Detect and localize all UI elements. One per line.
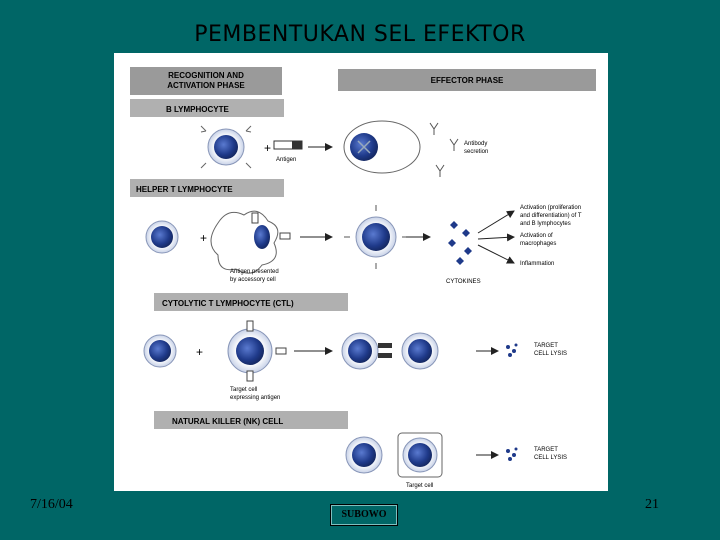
b-cell-naive (201, 126, 251, 168)
antibody-icons (430, 123, 458, 177)
ctl-cell-naive (144, 335, 176, 367)
apc-cell (211, 211, 290, 273)
lysis-nk-2: CELL LYSIS (534, 455, 567, 461)
section-helper-t: HELPER T LYMPHOCYTE (130, 179, 284, 197)
lysis-ctl-1: TARGET (534, 343, 558, 349)
section-th-label: HELPER T LYMPHOCYTE (136, 185, 233, 194)
ctl-target-cell (228, 321, 286, 381)
cytokines-label: CYTOKINES (446, 279, 481, 285)
antigen-shape (274, 141, 302, 149)
antibody-label-2: secretion (464, 149, 488, 155)
antibody-label-1: Antibody (464, 141, 487, 147)
target-cell-label: Target cell (406, 483, 433, 489)
th-cell-activated (344, 205, 408, 269)
act-mac-1: Activation of (520, 233, 553, 239)
lysis-nk-1: TARGET (534, 447, 558, 453)
phase-left-line1: RECOGNITION AND (168, 71, 244, 80)
section-ctl: CYTOLYTIC T LYMPHOCYTE (CTL) (154, 293, 348, 311)
phase-header-right: EFFECTOR PHASE (338, 69, 596, 91)
inflammation-label: Inflammation (520, 261, 554, 267)
lysis-fragments-nk (506, 448, 518, 462)
page-number: 21 (645, 497, 659, 513)
phase-left-line2: ACTIVATION PHASE (167, 81, 245, 90)
phase-header-left: RECOGNITION AND ACTIVATION PHASE (130, 67, 282, 95)
section-b-label: B LYMPHOCYTE (166, 105, 229, 114)
nk-killing (346, 433, 442, 477)
section-b-lymphocyte: B LYMPHOCYTE (130, 99, 284, 117)
apc-label-1: Antigen presented (230, 269, 279, 275)
plus-sign-b: + (264, 141, 271, 155)
lysis-ctl-2: CELL LYSIS (534, 351, 567, 357)
th-cell-naive (146, 221, 178, 253)
act-mac-2: macrophages (520, 241, 556, 247)
phase-right-label: EFFECTOR PHASE (431, 76, 504, 85)
lysis-fragments-ctl (506, 344, 518, 358)
target-express-1: Target cell (230, 387, 257, 393)
slide-date: 7/16/04 (30, 497, 73, 513)
immune-effector-diagram: RECOGNITION AND ACTIVATION PHASE EFFECTO… (114, 53, 608, 491)
section-ctl-label: CYTOLYTIC T LYMPHOCYTE (CTL) (162, 299, 294, 308)
apc-label-2: by accessory cell (230, 277, 276, 283)
slide-title: PEMBENTUKAN SEL EFEKTOR (0, 22, 720, 47)
plus-sign-th: + (200, 231, 207, 245)
plasma-cell (344, 121, 420, 173)
target-express-2: expressing antigen (230, 395, 280, 401)
act-tb-2: and differentiation) of T (520, 213, 582, 219)
act-tb-3: and B lymphocytes (520, 221, 571, 227)
section-nk: NATURAL KILLER (NK) CELL (154, 411, 348, 429)
cytokine-dots (448, 221, 472, 265)
antigen-label: Antigen (276, 157, 296, 163)
author-button[interactable]: SUBOWO (330, 504, 398, 526)
plus-sign-ctl: + (196, 345, 203, 359)
ctl-killing (342, 333, 438, 369)
section-nk-label: NATURAL KILLER (NK) CELL (172, 417, 283, 426)
act-tb-1: Activation (proliferation (520, 205, 581, 211)
